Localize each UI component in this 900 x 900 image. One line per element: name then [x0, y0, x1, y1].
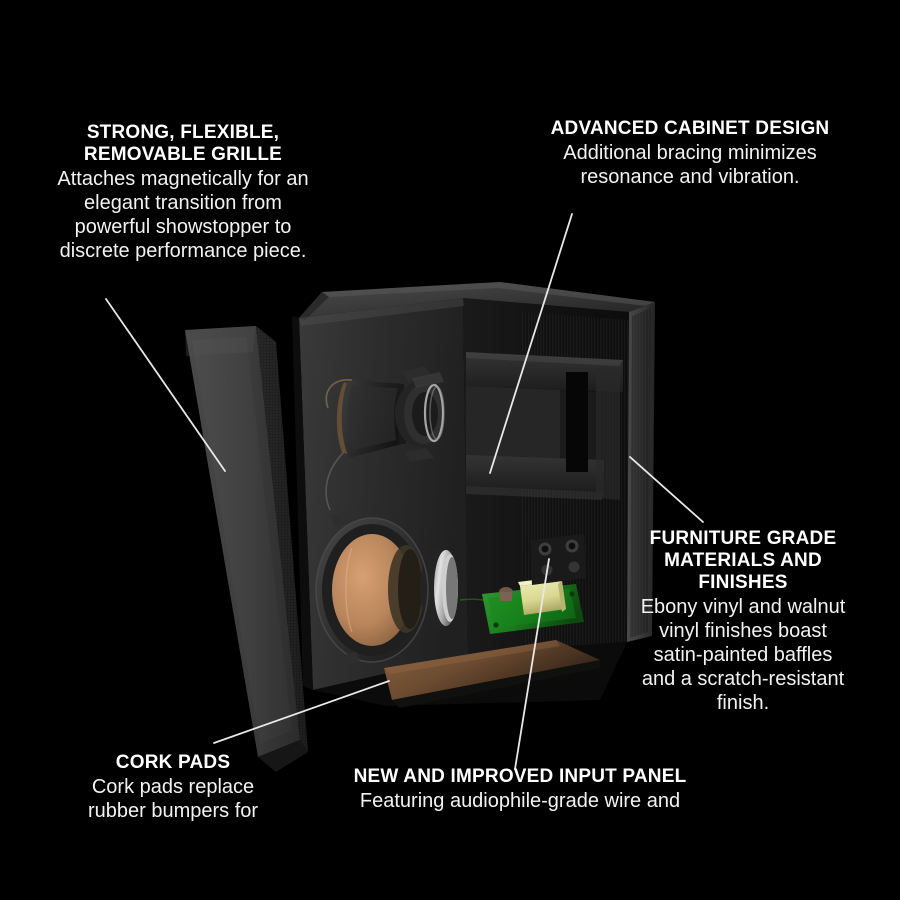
callout-input-panel: NEW AND IMPROVED INPUT PANEL Featuring a… [320, 766, 720, 813]
callout-input-panel-body: Featuring audiophile-grade wire and [359, 790, 681, 812]
horn-tweeter [336, 366, 445, 462]
callout-grille-title: STRONG, FLEXIBLE, REMOVABLE GRILLE [83, 122, 283, 165]
callout-input-panel-title: NEW AND IMPROVED INPUT PANEL [353, 766, 687, 787]
callout-cork-pads-body: Cork pads replace rubber bumpers for [87, 776, 259, 822]
callout-cork-pads-title: CORK PADS [115, 752, 231, 773]
removable-grille-panel [185, 326, 308, 772]
woofer-driver [315, 510, 458, 668]
callout-grille-body: Attaches magnetically for an elegant tra… [57, 168, 309, 262]
callout-furniture-title: FURNITURE GRADE MATERIALS AND FINISHES [649, 528, 837, 593]
callout-grille: STRONG, FLEXIBLE, REMOVABLE GRILLE Attac… [18, 122, 348, 263]
callout-cabinet-body: Additional bracing minimizes resonance a… [563, 142, 817, 188]
callout-cabinet-title: ADVANCED CABINET DESIGN [550, 118, 830, 139]
callout-furniture: FURNITURE GRADE MATERIALS AND FINISHES E… [612, 528, 874, 715]
callout-furniture-body: Ebony vinyl and walnut vinyl finishes bo… [640, 596, 846, 714]
baffle-cut-edge [299, 298, 464, 326]
callout-cabinet: ADVANCED CABINET DESIGN Additional braci… [510, 118, 870, 189]
callout-cork-pads: CORK PADS Cork pads replace rubber bumpe… [28, 752, 318, 823]
input-panel [530, 534, 586, 585]
internal-bracing [466, 352, 623, 500]
